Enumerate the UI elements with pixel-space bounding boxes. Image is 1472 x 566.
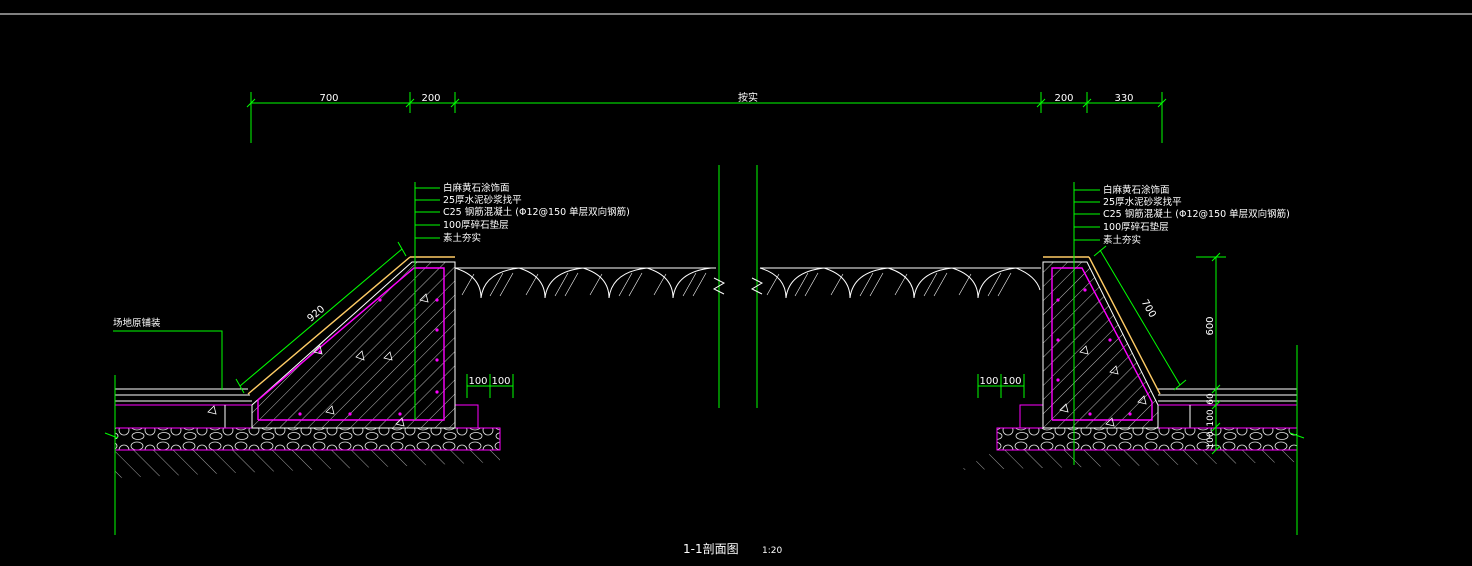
drawing-title: 1-1剖面图 [683,542,739,556]
right-callout-mortar: 25厚水泥砂浆找平 [1103,196,1182,208]
dim-200-left: 200 [421,93,440,104]
water-surface [454,267,1041,299]
left-spacing-2: 100 [491,376,510,387]
top-dimension-chain [246,92,1167,143]
left-callout-gravel: 100厚碎石垫层 [443,219,509,231]
right-dim-100-b: 100 [1206,431,1216,448]
right-callout-concrete: C25 钢筋混凝土 (Φ12@150 单层双向钢筋) [1103,208,1290,220]
right-spacing-2: 100 [1002,376,1021,387]
right-dim-100-a: 100 [1206,409,1216,426]
left-callout-soil: 素土夯实 [443,232,481,244]
left-callout-mortar: 25厚水泥砂浆找平 [443,194,522,206]
left-callout-concrete: C25 钢筋混凝土 (Φ12@150 单层双向钢筋) [443,206,630,218]
right-section: 700 [960,182,1305,535]
site-paving-label: 场地原铺装 [113,317,161,329]
right-callout-soil: 素土夯实 [1103,234,1141,246]
dim-330: 330 [1114,93,1133,104]
break-lines [712,165,764,408]
dim-200-right: 200 [1054,93,1073,104]
left-callout-finish: 白麻黄石涂饰面 [443,182,510,194]
right-height-600: 600 [1205,316,1216,335]
drawing-scale: 1:20 [762,546,782,556]
right-callout-finish: 白麻黄石涂饰面 [1103,184,1170,196]
dim-as-built: 按实 [738,91,758,104]
left-spacing-1: 100 [468,376,487,387]
right-dim-60: 60 [1206,393,1216,405]
dim-700-top: 700 [319,93,338,104]
right-slope-length: 700 [1139,298,1158,320]
left-section: 920 [104,182,514,535]
right-spacing-1: 100 [979,376,998,387]
right-callout-gravel: 100厚碎石垫层 [1103,221,1169,233]
